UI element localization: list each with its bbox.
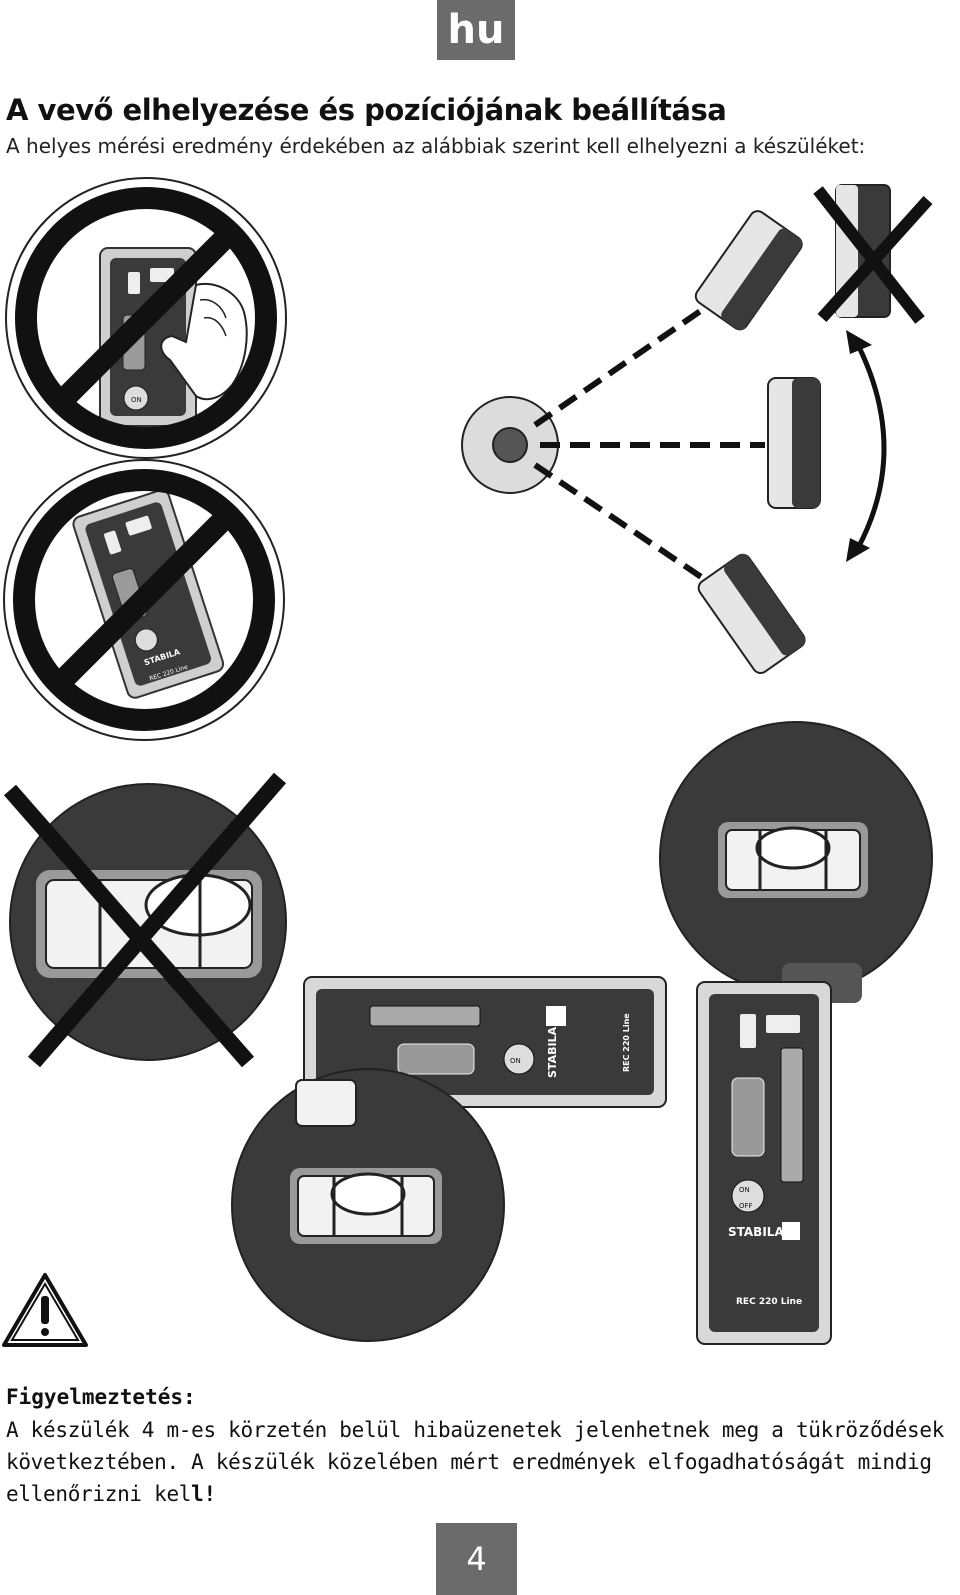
hand-device-on-label: ON [131, 396, 142, 404]
warning-body-end: l! [191, 1482, 216, 1506]
vertical-on-label: ON [739, 1186, 750, 1194]
page-number: 4 [436, 1523, 517, 1595]
prohibited-tilt-illustration: STABILA REC 220 Line [3, 459, 285, 741]
receiver-vertical: ON OFF STABILA REC 220 Line [696, 981, 832, 1345]
receiver-upper [694, 210, 803, 331]
warning-body-text: A készülék 4 m-es körzetén belül hibaüze… [6, 1418, 945, 1506]
vertical-device-brand: STABILA [728, 1225, 784, 1239]
vertical-device-model: REC 220 Line [736, 1297, 802, 1307]
warning-heading: Figyelmeztetés: [6, 1385, 196, 1409]
section-title: A vevő elhelyezése és pozíciójának beáll… [6, 93, 727, 127]
warning-body: A készülék 4 m-es körzetén belül hibaüze… [6, 1414, 956, 1510]
prohibited-hand-illustration: ON [5, 177, 287, 459]
section-subtitle: A helyes mérési eredmény érdekében az al… [6, 134, 866, 158]
correct-vial-closeup-bottom [231, 1068, 505, 1342]
horizontal-device-brand: STABILA [546, 1026, 559, 1078]
receiver-lower [697, 553, 806, 674]
incorrect-vial-closeup [3, 772, 287, 1068]
receiver-wrong-orientation [813, 184, 933, 324]
rotation-arrow-icon [855, 343, 887, 550]
receiver-middle [767, 377, 821, 509]
angle-diagram [461, 184, 933, 674]
horizontal-on-label: ON [510, 1057, 521, 1065]
correct-vial-closeup-right [659, 721, 933, 1003]
language-tab: hu [437, 0, 515, 60]
horizontal-device-model: REC 220 Line [622, 1013, 631, 1072]
vertical-off-label: OFF [739, 1202, 753, 1210]
warning-icon [2, 1273, 88, 1347]
